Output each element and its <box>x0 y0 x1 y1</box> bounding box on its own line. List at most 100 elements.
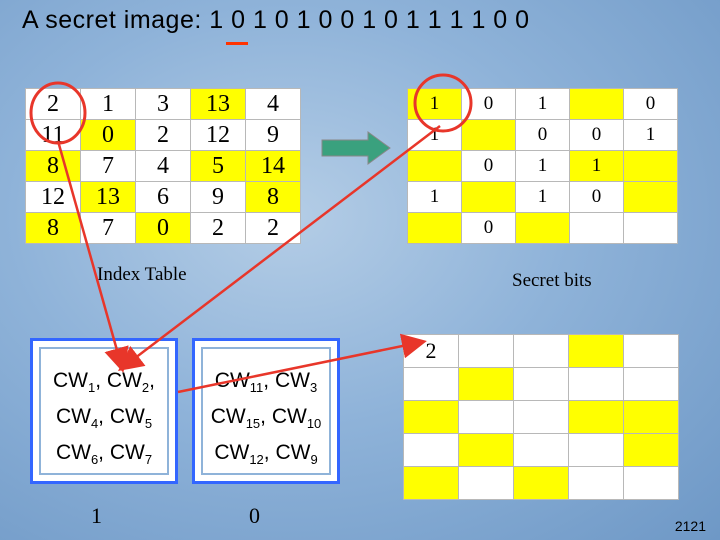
result-cell <box>623 334 679 368</box>
secret-bits-cell <box>461 181 516 213</box>
result-cell <box>403 433 459 467</box>
codeword-text: CW <box>214 369 250 392</box>
result-cell <box>568 400 624 434</box>
index-table-cell: 12 <box>190 119 246 151</box>
index-table-caption: Index Table <box>97 264 187 285</box>
codeword-line: CW6, CW7 <box>33 435 175 478</box>
index-table-cell: 2 <box>245 212 301 244</box>
codeword-text: CW <box>53 369 89 392</box>
index-table-cell: 7 <box>80 212 136 244</box>
codeword-text: CW <box>55 405 91 428</box>
secret-bits-row: 0 <box>407 212 678 244</box>
index-table-cell: 7 <box>80 150 136 182</box>
result-cell <box>458 334 514 368</box>
secret-bits-cell: 1 <box>407 181 462 213</box>
codeword-index: 6 <box>90 452 99 468</box>
result-table: 2 <box>403 334 679 500</box>
index-table-cell: 8 <box>245 181 301 213</box>
secret-bits-cell: 1 <box>623 119 678 151</box>
index-table-cell: 4 <box>135 150 191 182</box>
index-table-cell: 2 <box>190 212 246 244</box>
secret-bits-caption: Secret bits <box>512 270 592 291</box>
index-table-cell: 9 <box>190 181 246 213</box>
result-cell <box>458 466 514 500</box>
codeword-line: CW4, CW5 <box>33 399 175 442</box>
result-cell <box>568 433 624 467</box>
secret-bits-cell <box>623 150 678 182</box>
result-cell <box>513 400 569 434</box>
codeword-text: , CW <box>260 405 307 428</box>
result-row <box>403 433 679 467</box>
codeword-text: , CW <box>95 369 142 392</box>
result-cell <box>513 367 569 401</box>
secret-bits-cell: 0 <box>515 119 570 151</box>
codeword-text: CW <box>210 405 246 428</box>
codeword-line: CW1, CW2, <box>33 363 175 406</box>
index-table-cell: 2 <box>135 119 191 151</box>
result-cell <box>623 400 679 434</box>
index-table-cell: 13 <box>80 181 136 213</box>
result-cell <box>403 367 459 401</box>
codeword-text: , CW <box>263 441 311 464</box>
index-table-cell: 13 <box>190 88 246 120</box>
secret-bits-cell: 0 <box>623 88 678 120</box>
codeword-text: CW <box>214 441 250 464</box>
secret-bits-cell: 1 <box>407 119 462 151</box>
result-cell <box>568 334 624 368</box>
index-table-cell: 0 <box>80 119 136 151</box>
secret-bits-cell: 1 <box>515 88 570 120</box>
green-arrow-icon <box>321 131 391 165</box>
index-table-cell: 11 <box>25 119 81 151</box>
result-cell <box>403 400 459 434</box>
codeword-text: CW <box>55 441 91 464</box>
result-cell <box>513 433 569 467</box>
page-number: 2121 <box>674 518 706 534</box>
codeword-index: 5 <box>144 416 153 432</box>
index-table-cell: 14 <box>245 150 301 182</box>
index-table-cell: 8 <box>25 150 81 182</box>
secret-bits-cell: 1 <box>515 150 570 182</box>
index-table-cell: 4 <box>245 88 301 120</box>
secret-bits-cell: 0 <box>461 150 516 182</box>
result-cell <box>623 466 679 500</box>
secret-bits-cell: 1 <box>569 150 624 182</box>
result-cell <box>623 433 679 467</box>
result-cell <box>458 433 514 467</box>
codeword-index: 10 <box>306 416 322 432</box>
codeword-text: , CW <box>263 369 310 392</box>
secret-bits-cell: 0 <box>569 119 624 151</box>
codeword-index: 1 <box>88 380 96 396</box>
result-cell <box>513 334 569 368</box>
result-cell <box>458 367 514 401</box>
secret-bits-cell <box>623 212 678 244</box>
secret-bits-cell <box>407 212 462 244</box>
index-table-cell: 1 <box>80 88 136 120</box>
result-cell <box>568 466 624 500</box>
secret-bits-cell <box>623 181 678 213</box>
secret-bits-cell <box>569 212 624 244</box>
codeword-text: , CW <box>98 405 145 428</box>
codeword-index: 4 <box>90 416 99 432</box>
secret-bits-cell <box>407 150 462 182</box>
result-cell: 2 <box>403 334 459 368</box>
result-cell <box>403 466 459 500</box>
result-row: 2 <box>403 334 679 368</box>
result-cell <box>458 400 514 434</box>
title-underline-mark <box>226 42 248 45</box>
codeword-index: 3 <box>309 380 318 396</box>
result-row <box>403 400 679 434</box>
secret-bits-cell: 1 <box>407 88 462 120</box>
group-2-bit: 0 <box>249 503 260 528</box>
slide-title: A secret image: 1 0 1 0 1 0 0 1 0 1 1 1 … <box>22 6 530 34</box>
